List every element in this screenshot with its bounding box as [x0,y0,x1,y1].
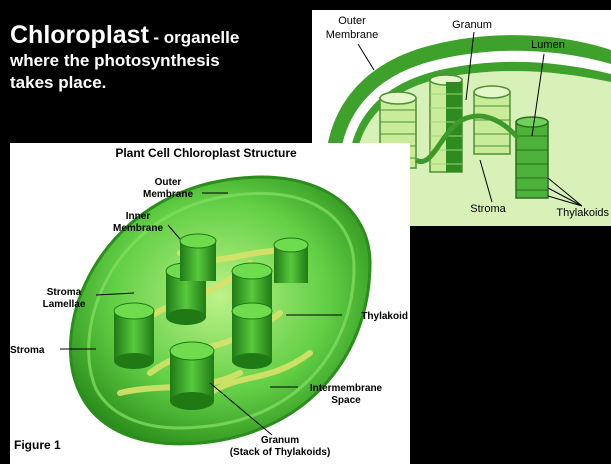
main-granum-stack-7 [170,342,214,410]
main-granum-label-2: (Stack of Thylakoids) [230,447,331,458]
title-line2: where the photosynthesis [10,50,310,72]
figure-label: Figure 1 [14,438,61,452]
main-outer-membrane-label-2: Membrane [143,189,193,200]
inset-granum-label: Granum [452,19,492,31]
main-svg: Plant Cell Chloroplast Structure Outer M… [10,143,410,464]
main-stroma-lamellae-label-2: Lamellae [43,299,86,310]
main-granum-stack-5 [274,238,308,283]
main-intermembrane-label-1: Intermembrane [310,383,383,394]
slide-title: Chloroplast - organelle where the photos… [10,24,310,94]
title-heading: Chloroplast [10,21,149,49]
inset-stroma-label: Stroma [470,203,506,215]
main-stroma-lamellae-label-1: Stroma [47,287,82,298]
main-stroma-label: Stroma [10,345,45,356]
main-inner-membrane-label-1: Inner [126,211,151,222]
main-granum-stack-6 [232,303,272,369]
inset-outer-membrane-label-1: Outer [338,15,366,27]
main-thylakoid-label: Thylakoid [361,311,408,322]
main-intermembrane-label-2: Space [331,395,361,406]
inset-granum-stack-4 [516,117,548,198]
inset-outer-membrane-label-2: Membrane [326,29,379,41]
main-granum-label-1: Granum [261,435,299,446]
main-illustration: Plant Cell Chloroplast Structure Outer M… [10,143,410,464]
inset-thylakoids-label: Thylakoids [556,207,609,219]
main-outer-membrane-label-1: Outer [155,177,182,188]
inset-lumen-label: Lumen [531,39,565,51]
main-granum-stack-3 [180,234,216,281]
black-panel [411,227,611,464]
main-granum-stack-1 [114,303,154,369]
title-line3: takes place. [10,72,310,94]
main-inner-membrane-label-2: Membrane [113,223,163,234]
main-title: Plant Cell Chloroplast Structure [115,146,297,160]
title-line1-suffix: - organelle [153,28,239,47]
